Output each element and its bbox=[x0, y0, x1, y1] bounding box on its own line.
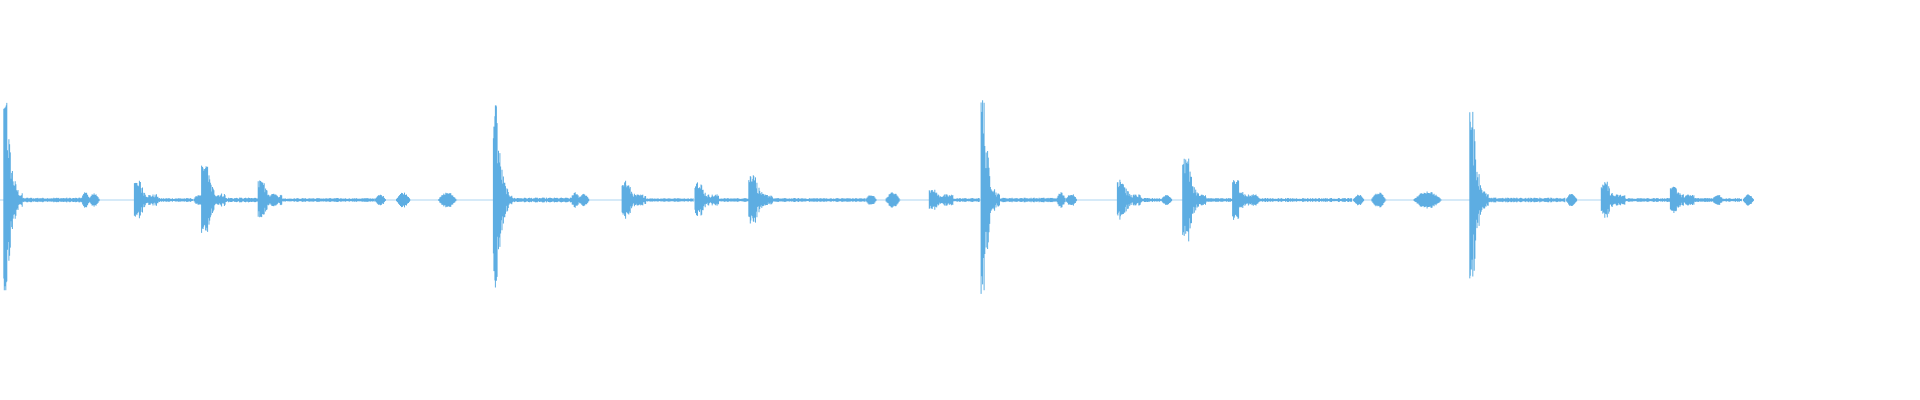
waveform-event bbox=[438, 192, 458, 208]
waveform-event-path bbox=[1413, 191, 1442, 209]
waveform-event-path bbox=[257, 180, 386, 218]
waveform-event bbox=[396, 192, 411, 208]
waveform-event-path bbox=[621, 180, 706, 219]
waveform-event-path bbox=[81, 192, 91, 208]
waveform-event-path bbox=[133, 180, 205, 219]
waveform-event bbox=[81, 192, 91, 208]
waveform-event bbox=[748, 175, 877, 224]
waveform-event bbox=[1232, 180, 1365, 220]
waveform-event-path bbox=[1669, 186, 1754, 213]
waveform-event-path bbox=[396, 192, 411, 208]
waveform-event-path bbox=[438, 192, 458, 208]
waveform-event bbox=[1056, 192, 1066, 208]
waveform-event bbox=[1371, 192, 1387, 208]
waveform-event-path bbox=[748, 175, 877, 224]
waveform-event bbox=[1116, 179, 1173, 220]
waveform-event bbox=[1469, 111, 1578, 279]
waveform-event-path bbox=[1371, 192, 1387, 208]
waveform-event bbox=[257, 180, 386, 218]
waveform-event-path bbox=[1469, 111, 1578, 279]
waveform-event bbox=[1413, 191, 1442, 209]
waveform-event bbox=[621, 180, 706, 219]
waveform-event-path bbox=[1056, 192, 1066, 208]
waveform-event-path bbox=[1232, 180, 1365, 220]
waveform-event bbox=[570, 192, 580, 208]
waveform-event-path bbox=[885, 192, 901, 208]
waveform-event bbox=[885, 192, 901, 208]
waveform-event bbox=[133, 180, 205, 219]
waveform-event-path bbox=[570, 192, 580, 208]
waveform-event bbox=[1669, 186, 1754, 213]
waveform-event-path bbox=[1116, 179, 1173, 220]
